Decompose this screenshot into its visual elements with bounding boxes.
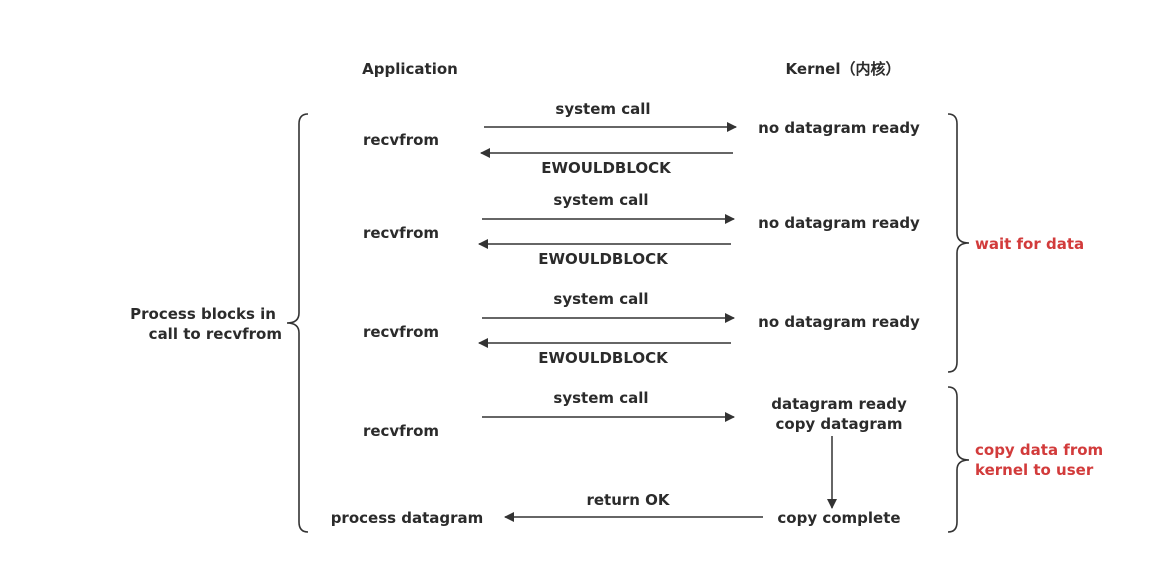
process-blocks-label-line1: Process blocks in bbox=[130, 305, 276, 323]
copy-data-brace bbox=[947, 386, 970, 533]
final-row: process datagram return OK copy complete bbox=[331, 491, 901, 527]
system-call-label: system call bbox=[553, 191, 648, 209]
copy-data-label-line2: kernel to user bbox=[975, 461, 1094, 479]
ewouldblock-label: EWOULDBLOCK bbox=[538, 250, 669, 268]
row-1: recvfrom system call no datagram ready E… bbox=[363, 100, 920, 177]
application-header: Application bbox=[362, 60, 458, 78]
kernel-status: no datagram ready bbox=[758, 313, 920, 331]
left-brace bbox=[286, 113, 309, 533]
process-datagram-label: process datagram bbox=[331, 509, 484, 527]
row-3: recvfrom system call no datagram ready E… bbox=[363, 290, 920, 367]
kernel-datagram-ready: datagram ready bbox=[771, 395, 907, 413]
row-2: recvfrom system call no datagram ready E… bbox=[363, 191, 920, 268]
ewouldblock-label: EWOULDBLOCK bbox=[541, 159, 672, 177]
app-recvfrom: recvfrom bbox=[363, 131, 439, 149]
ewouldblock-label: EWOULDBLOCK bbox=[538, 349, 669, 367]
copy-data-label-line1: copy data from bbox=[975, 441, 1103, 459]
kernel-status: no datagram ready bbox=[758, 214, 920, 232]
wait-for-data-brace bbox=[947, 113, 970, 373]
process-blocks-label-line2: call to recvfrom bbox=[149, 325, 282, 343]
row-4: recvfrom system call datagram ready copy… bbox=[363, 389, 907, 509]
system-call-label: system call bbox=[555, 100, 650, 118]
app-recvfrom: recvfrom bbox=[363, 323, 439, 341]
kernel-copy-datagram: copy datagram bbox=[776, 415, 903, 433]
app-recvfrom: recvfrom bbox=[363, 224, 439, 242]
system-call-label: system call bbox=[553, 290, 648, 308]
return-ok-label: return OK bbox=[586, 491, 670, 509]
wait-for-data-label: wait for data bbox=[975, 235, 1084, 253]
kernel-header: Kernel（内核） bbox=[786, 60, 901, 78]
system-call-label: system call bbox=[553, 389, 648, 407]
app-recvfrom: recvfrom bbox=[363, 422, 439, 440]
copy-complete-label: copy complete bbox=[777, 509, 900, 527]
kernel-status: no datagram ready bbox=[758, 119, 920, 137]
